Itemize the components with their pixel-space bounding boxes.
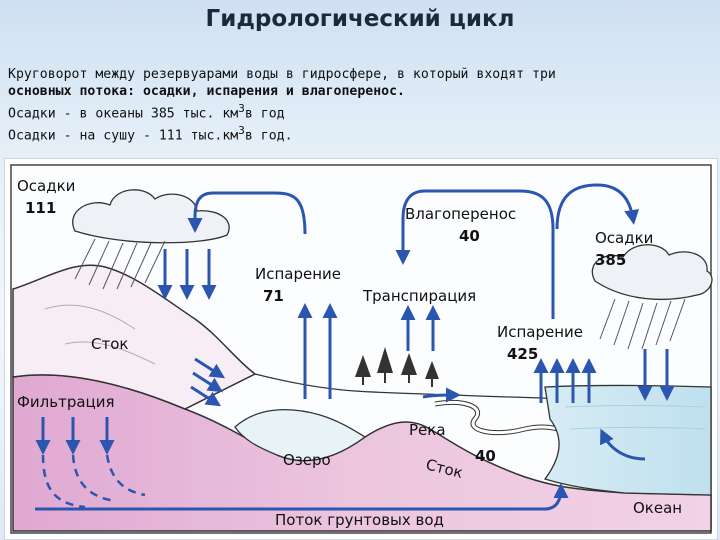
- precip-ocean-value: 385: [595, 251, 626, 269]
- precip-land-label: Осадки: [17, 177, 75, 195]
- evaporation-land-value: 71: [263, 287, 284, 305]
- groundwater-label: Поток грунтовых вод: [275, 511, 444, 529]
- superscript-3: 3: [238, 102, 245, 115]
- land-precip-unit: в год.: [245, 129, 293, 144]
- ocean: [545, 386, 711, 496]
- intro-line-1: Круговорот между резервуарами воды в гид…: [8, 66, 714, 83]
- moisture-transfer-label: Влагоперенос: [405, 205, 516, 223]
- moisture-transfer-value: 40: [459, 227, 480, 245]
- ocean-label: Океан: [633, 499, 682, 517]
- runoff-label: Сток: [91, 335, 128, 353]
- transpiration-label: Транспирация: [362, 287, 476, 305]
- river-label: Река: [409, 421, 446, 439]
- precip-ocean-label: Осадки: [595, 229, 653, 247]
- lake-label: Озеро: [283, 451, 331, 469]
- stream-runoff-value: 40: [475, 447, 496, 465]
- intro-text: Круговорот между резервуарами воды в гид…: [8, 66, 714, 145]
- intro-line-3: Осадки - в океаны 385 тыс. км3в год: [8, 100, 714, 122]
- evaporation-land-label: Испарение: [255, 265, 341, 283]
- ocean-precip-unit: в год: [245, 106, 285, 121]
- intro-line-4: Осадки - на сушу - 111 тыс.км3в год.: [8, 122, 714, 144]
- ocean-precip-text: Осадки - в океаны 385 тыс. км: [8, 106, 238, 121]
- page-title: Гидрологический цикл: [0, 6, 720, 32]
- land-precip-text: Осадки - на сушу - 111 тыс.км: [8, 129, 238, 144]
- hydrological-cycle-diagram: Осадки 111 Испарение 71 Влагоперенос 40 …: [4, 158, 718, 540]
- superscript-3: 3: [238, 124, 245, 137]
- evaporation-ocean-value: 425: [507, 345, 538, 363]
- precip-land-value: 111: [25, 199, 56, 217]
- infiltration-label: Фильтрация: [17, 393, 115, 411]
- intro-line-2: основных потока: осадки, испарения и вла…: [8, 83, 714, 100]
- evaporation-ocean-label: Испарение: [497, 323, 583, 341]
